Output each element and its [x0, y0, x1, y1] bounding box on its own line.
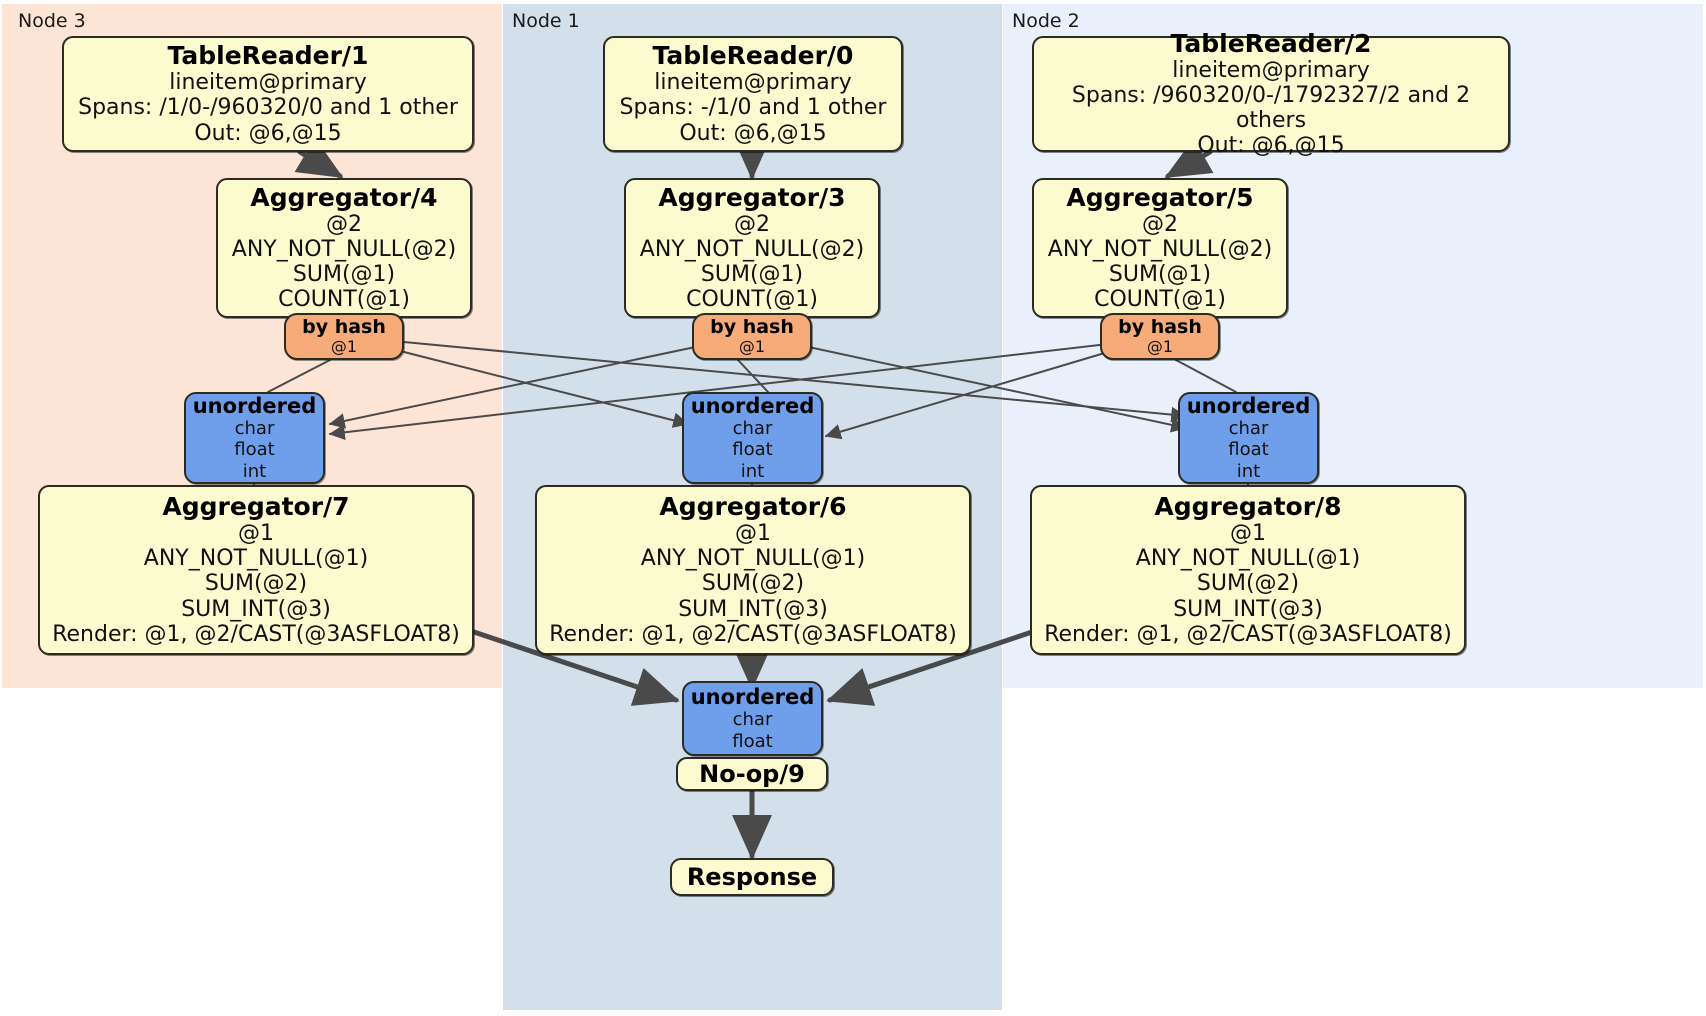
- processor-title: TableReader/0: [652, 41, 854, 71]
- processor-detail: SUM(@2): [1196, 571, 1300, 597]
- receiver-title: unordered: [690, 394, 815, 419]
- processor-title: TableReader/1: [167, 41, 369, 71]
- processor-detail: @1: [238, 521, 274, 547]
- processor-detail: @2: [326, 211, 362, 237]
- processor-detail: ANY_NOT_NULL(@1): [143, 546, 369, 572]
- receiver-unordered-final[interactable]: unordered char float: [682, 681, 823, 756]
- processor-detail: COUNT(@1): [1094, 287, 1226, 313]
- node-label-node2: Node 2: [1012, 10, 1080, 32]
- processor-detail: SUM(@2): [701, 571, 805, 597]
- receiver-type: float: [234, 439, 275, 461]
- processor-detail: Spans: /1/0-/960320/0 and 1 other: [78, 95, 458, 121]
- processor-detail: Out: @6,@15: [1197, 133, 1345, 159]
- processor-title: No-op/9: [699, 759, 805, 788]
- processor-detail: @2: [1142, 211, 1178, 237]
- receiver-title: unordered: [1186, 394, 1311, 419]
- processor-title: TableReader/2: [1170, 28, 1372, 58]
- router-by-hash-left[interactable]: by hash @1: [284, 313, 404, 360]
- processor-detail: Render: @1, @2/CAST(@3ASFLOAT8): [1044, 621, 1452, 647]
- receiver-type: int: [1236, 460, 1261, 482]
- processor-response[interactable]: Response: [670, 858, 834, 896]
- processor-detail: ANY_NOT_NULL(@2): [1047, 236, 1273, 262]
- processor-title: Aggregator/8: [1154, 492, 1342, 522]
- processor-detail: Render: @1, @2/CAST(@3ASFLOAT8): [52, 621, 460, 647]
- receiver-type: float: [1228, 439, 1269, 461]
- receiver-unordered-right[interactable]: unordered char float int: [1178, 392, 1319, 484]
- receiver-type: int: [242, 460, 267, 482]
- processor-detail: ANY_NOT_NULL(@1): [640, 546, 866, 572]
- receiver-type: char: [234, 418, 275, 440]
- processor-detail: Spans: /960320/0-/1792327/2 and 2 others: [1071, 82, 1471, 133]
- processor-title: Aggregator/4: [250, 182, 438, 212]
- receiver-type: int: [740, 460, 765, 482]
- processor-detail: Spans: -/1/0 and 1 other: [619, 95, 887, 121]
- receiver-type: char: [732, 418, 773, 440]
- processor-detail: COUNT(@1): [278, 287, 410, 313]
- receiver-type: char: [1228, 418, 1269, 440]
- processor-noop-9[interactable]: No-op/9: [676, 757, 828, 791]
- receiver-type: float: [732, 439, 773, 461]
- router-by-hash-right[interactable]: by hash @1: [1100, 313, 1220, 360]
- processor-title: Aggregator/6: [659, 492, 847, 522]
- processor-title: Aggregator/3: [658, 182, 846, 212]
- processor-detail: ANY_NOT_NULL(@2): [231, 236, 457, 262]
- router-detail: @1: [330, 337, 358, 357]
- processor-detail: SUM(@1): [292, 262, 396, 287]
- processor-detail: ANY_NOT_NULL(@1): [1135, 546, 1361, 572]
- processor-title: Response: [686, 862, 818, 891]
- processor-aggregator-4[interactable]: Aggregator/4 @2 ANY_NOT_NULL(@2) SUM(@1)…: [216, 178, 472, 318]
- processor-detail: ANY_NOT_NULL(@2): [639, 236, 865, 262]
- receiver-type: char: [732, 709, 773, 731]
- processor-detail: SUM_INT(@3): [678, 596, 828, 622]
- processor-table-reader-2[interactable]: TableReader/2 lineitem@primary Spans: /9…: [1032, 29, 1510, 158]
- processor-detail: SUM(@1): [1108, 262, 1212, 287]
- receiver-unordered-center[interactable]: unordered char float int: [682, 392, 823, 484]
- router-detail: @1: [738, 337, 766, 357]
- processor-detail: SUM_INT(@3): [1173, 596, 1323, 622]
- processor-aggregator-7[interactable]: Aggregator/7 @1 ANY_NOT_NULL(@1) SUM(@2)…: [38, 485, 474, 655]
- processor-detail: lineitem@primary: [169, 70, 367, 96]
- receiver-title: unordered: [690, 685, 815, 710]
- node-label-node3: Node 3: [18, 10, 86, 32]
- processor-detail: SUM_INT(@3): [181, 596, 331, 622]
- router-title: by hash: [710, 316, 794, 339]
- receiver-title: unordered: [192, 394, 317, 419]
- processor-detail: lineitem@primary: [654, 70, 852, 96]
- processor-detail: @2: [734, 211, 770, 237]
- processor-detail: lineitem@primary: [1172, 57, 1370, 83]
- processor-detail: SUM(@2): [204, 571, 308, 597]
- processor-detail: Render: @1, @2/CAST(@3ASFLOAT8): [549, 621, 957, 647]
- router-title: by hash: [302, 316, 386, 339]
- processor-detail: COUNT(@1): [686, 287, 818, 313]
- router-detail: @1: [1146, 337, 1174, 357]
- processor-detail: SUM(@1): [700, 262, 804, 287]
- processor-title: Aggregator/5: [1066, 182, 1254, 212]
- processor-table-reader-0[interactable]: TableReader/0 lineitem@primary Spans: -/…: [603, 36, 903, 152]
- processor-table-reader-1[interactable]: TableReader/1 lineitem@primary Spans: /1…: [62, 36, 474, 152]
- processor-aggregator-6[interactable]: Aggregator/6 @1 ANY_NOT_NULL(@1) SUM(@2)…: [535, 485, 971, 655]
- processor-detail: @1: [735, 521, 771, 547]
- processor-detail: Out: @6,@15: [194, 120, 342, 146]
- processor-detail: Out: @6,@15: [679, 120, 827, 146]
- processor-aggregator-8[interactable]: Aggregator/8 @1 ANY_NOT_NULL(@1) SUM(@2)…: [1030, 485, 1466, 655]
- node-label-node1: Node 1: [512, 10, 580, 32]
- receiver-unordered-left[interactable]: unordered char float int: [184, 392, 325, 484]
- receiver-type: float: [732, 730, 773, 752]
- processor-detail: @1: [1230, 521, 1266, 547]
- router-title: by hash: [1118, 316, 1202, 339]
- router-by-hash-center[interactable]: by hash @1: [692, 313, 812, 360]
- processor-title: Aggregator/7: [162, 492, 350, 522]
- processor-aggregator-5[interactable]: Aggregator/5 @2 ANY_NOT_NULL(@2) SUM(@1)…: [1032, 178, 1288, 318]
- processor-aggregator-3[interactable]: Aggregator/3 @2 ANY_NOT_NULL(@2) SUM(@1)…: [624, 178, 880, 318]
